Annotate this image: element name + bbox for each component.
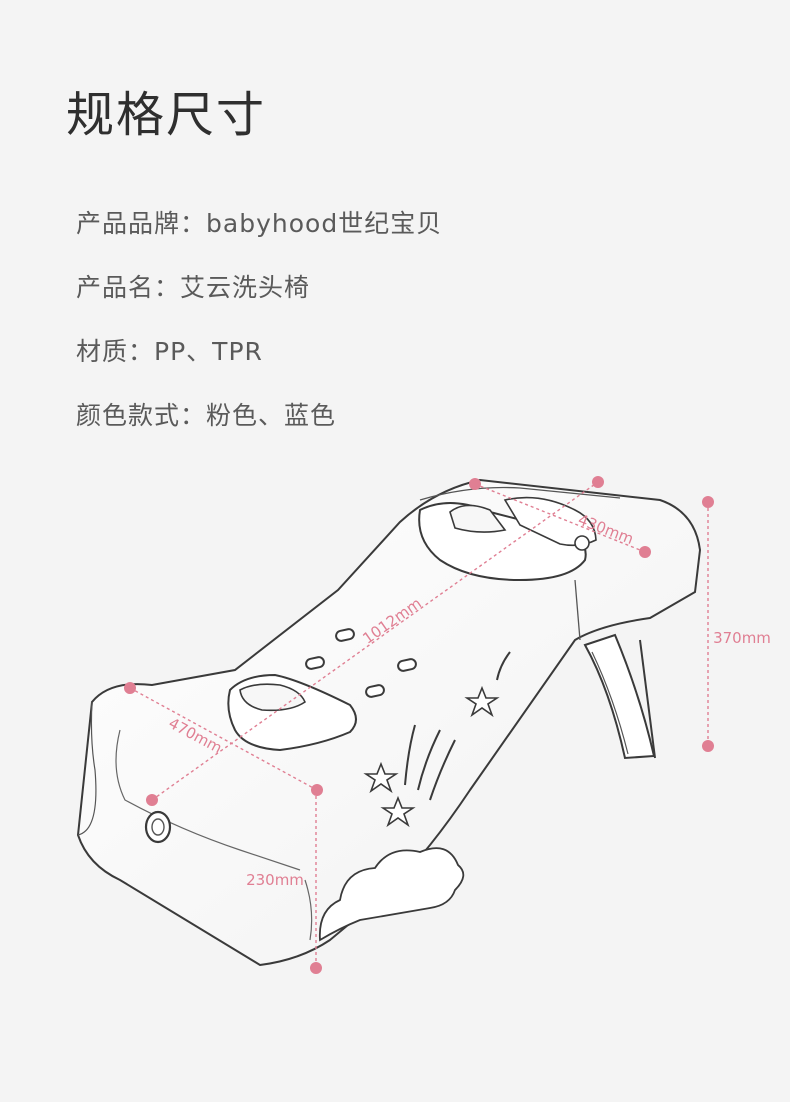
dimension-markers <box>124 476 714 974</box>
spec-row-material: 材质：PP、TPR <box>76 318 726 382</box>
spec-separator: ： <box>128 337 155 366</box>
star-icon <box>363 761 399 794</box>
spec-list: 产品品牌：babyhood世纪宝贝 产品名：艾云洗头椅 材质：PP、TPR 颜色… <box>76 190 726 446</box>
seat-cushion <box>227 673 357 752</box>
chair-body <box>76 478 702 967</box>
spec-row-brand: 产品品牌：babyhood世纪宝贝 <box>76 190 726 254</box>
product-dimension-figure: 1012mm 430mm 370mm 470mm 230mm <box>0 440 790 1102</box>
head-rest <box>418 496 597 582</box>
drain-slot <box>305 656 325 670</box>
spec-value-product-name: 艾云洗头椅 <box>180 273 311 302</box>
dimension-label-front-height: 230mm <box>246 871 304 889</box>
drain-slots <box>305 628 417 698</box>
spec-label-brand: 产品品牌 <box>76 209 181 238</box>
star-icon <box>464 685 500 718</box>
spec-value-brand: babyhood世纪宝贝 <box>206 209 443 238</box>
star-icon <box>380 795 416 828</box>
dimension-marker <box>592 476 604 488</box>
dimension-marker <box>702 740 714 752</box>
spec-label-product-name: 产品名 <box>76 273 155 302</box>
dimension-marker <box>124 682 136 694</box>
dimension-line-length <box>151 481 599 801</box>
spec-separator: ： <box>154 273 181 302</box>
product-illustration: 1012mm 430mm 370mm 470mm 230mm <box>76 476 771 974</box>
dimension-marker <box>469 478 481 490</box>
dimension-line-head-width <box>474 483 646 553</box>
cloud-icon <box>318 847 465 942</box>
spec-separator: ： <box>180 209 207 238</box>
dimension-marker <box>146 794 158 806</box>
dimension-marker <box>311 784 323 796</box>
spec-label-color: 颜色款式 <box>76 401 181 430</box>
drain-slot <box>365 684 385 698</box>
spec-row-color: 颜色款式：粉色、蓝色 <box>76 382 726 446</box>
spec-row-product-name: 产品名：艾云洗头椅 <box>76 254 726 318</box>
spec-label-material: 材质 <box>76 337 129 366</box>
dimension-marker <box>310 962 322 974</box>
dimension-marker <box>639 546 651 558</box>
spec-separator: ： <box>180 401 207 430</box>
side-hole-icon <box>144 810 172 844</box>
spec-value-color: 粉色、蓝色 <box>206 401 337 430</box>
page-title: 规格尺寸 <box>66 87 267 143</box>
chair-rear-leg <box>583 633 656 760</box>
dimension-marker <box>702 496 714 508</box>
spec-value-material: PP、TPR <box>154 337 263 366</box>
dimension-lines <box>129 481 709 968</box>
drain-slot <box>335 628 355 642</box>
shooting-streaks <box>404 651 511 801</box>
drain-slot <box>397 658 417 672</box>
dimension-label-back-height: 370mm <box>713 629 771 647</box>
